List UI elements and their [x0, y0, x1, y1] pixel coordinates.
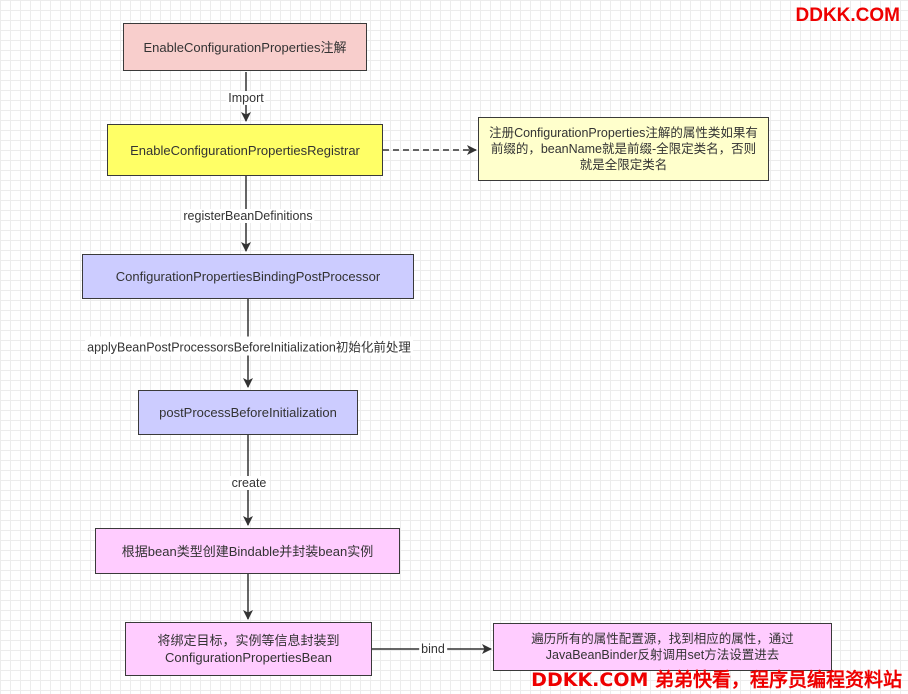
edge-label-create: create [229, 476, 269, 490]
registrar-node: EnableConfigurationPropertiesRegistrar [107, 124, 383, 176]
create-bindable-label: 根据bean类型创建Bindable并封装bean实例 [121, 543, 374, 559]
before-init-node: postProcessBeforeInitialization [138, 390, 358, 435]
traverse-node: 遍历所有的属性配置源，找到相应的属性，通过JavaBeanBinder反射调用s… [493, 623, 832, 671]
encapsulate-label: 将绑定目标，实例等信息封装到ConfigurationPropertiesBea… [157, 633, 340, 665]
watermark-bottom: DDKK.COM 弟弟快看，程序员编程资料站 [531, 669, 902, 691]
edge-label-register: registerBeanDefinitions [181, 209, 315, 223]
encapsulate-node: 将绑定目标，实例等信息封装到ConfigurationPropertiesBea… [125, 622, 372, 676]
traverse-label: 遍历所有的属性配置源，找到相应的属性，通过JavaBeanBinder反射调用s… [531, 632, 794, 662]
edge-label-import: Import [226, 91, 266, 105]
post-processor-node: ConfigurationPropertiesBindingPostProces… [82, 254, 414, 299]
registrar-note: 注册ConfigurationProperties注解的属性类如果有前缀的，be… [478, 117, 769, 181]
enable-annotation-node: EnableConfigurationProperties注解 [123, 23, 367, 71]
registrar-label: EnableConfigurationPropertiesRegistrar [130, 142, 360, 158]
edge-label-apply: applyBeanPostProcessorsBeforeInitializat… [85, 336, 413, 356]
registrar-note-text: 注册ConfigurationProperties注解的属性类如果有前缀的，be… [489, 126, 758, 172]
enable-annotation-label: EnableConfigurationProperties注解 [143, 39, 347, 55]
post-processor-label: ConfigurationPropertiesBindingPostProces… [115, 269, 381, 284]
before-init-label: postProcessBeforeInitialization [159, 405, 337, 420]
edge-label-bind: bind [419, 642, 447, 656]
watermark-top: DDKK.COM [795, 5, 901, 26]
create-bindable-node: 根据bean类型创建Bindable并封装bean实例 [95, 528, 400, 574]
